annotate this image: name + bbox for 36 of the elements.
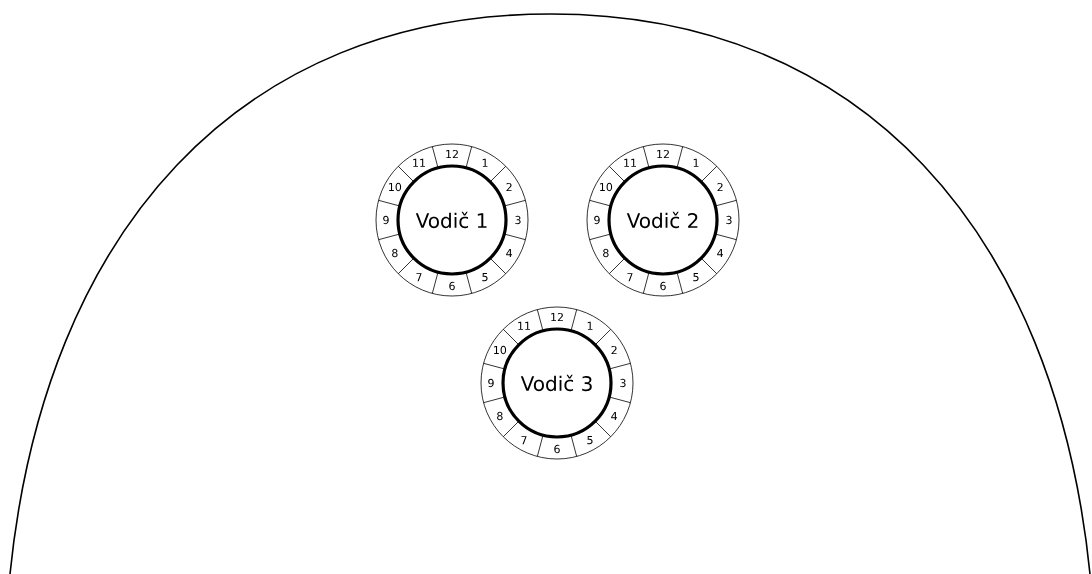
segment-number: 11 [413,158,425,167]
segment-number: 10 [494,345,507,355]
segment-number: 6 [449,281,455,291]
segment-number: 3 [726,215,732,225]
segment-number: 6 [660,281,666,291]
segment-number: 9 [488,378,494,388]
segment-number: 2 [717,182,723,192]
segment-number: 8 [497,411,503,421]
segment-number: 4 [717,249,724,257]
segment-number: 6 [554,444,560,454]
segment-number: 3 [515,215,521,225]
segment-number: 5 [693,273,699,282]
segment-number: 7 [416,273,422,282]
segment-number: 2 [611,345,617,355]
segment-number: 1 [587,321,593,330]
segment-number: 9 [594,215,600,225]
segment-number: 12 [551,312,563,322]
segment-number: 2 [506,182,512,192]
segment-number: 4 [611,412,618,420]
segment-number: 3 [620,378,626,388]
segment-number: 12 [657,149,669,159]
segment-number: 11 [518,321,530,330]
segment-number: 4 [506,249,513,257]
segment-number: 1 [693,158,699,167]
segment-number: 7 [627,273,633,282]
segment-number: 7 [521,436,527,445]
segment-number: 1 [482,158,488,167]
segment-number: 5 [587,436,593,445]
segment-number: 12 [446,149,458,159]
segment-number: 11 [624,158,636,167]
segment-number: 8 [603,248,609,258]
segment-number: 8 [392,248,398,258]
segment-number: 5 [482,273,488,282]
segment-number: 9 [383,215,389,225]
segment-number: 10 [389,182,402,192]
segment-number: 10 [600,182,613,192]
